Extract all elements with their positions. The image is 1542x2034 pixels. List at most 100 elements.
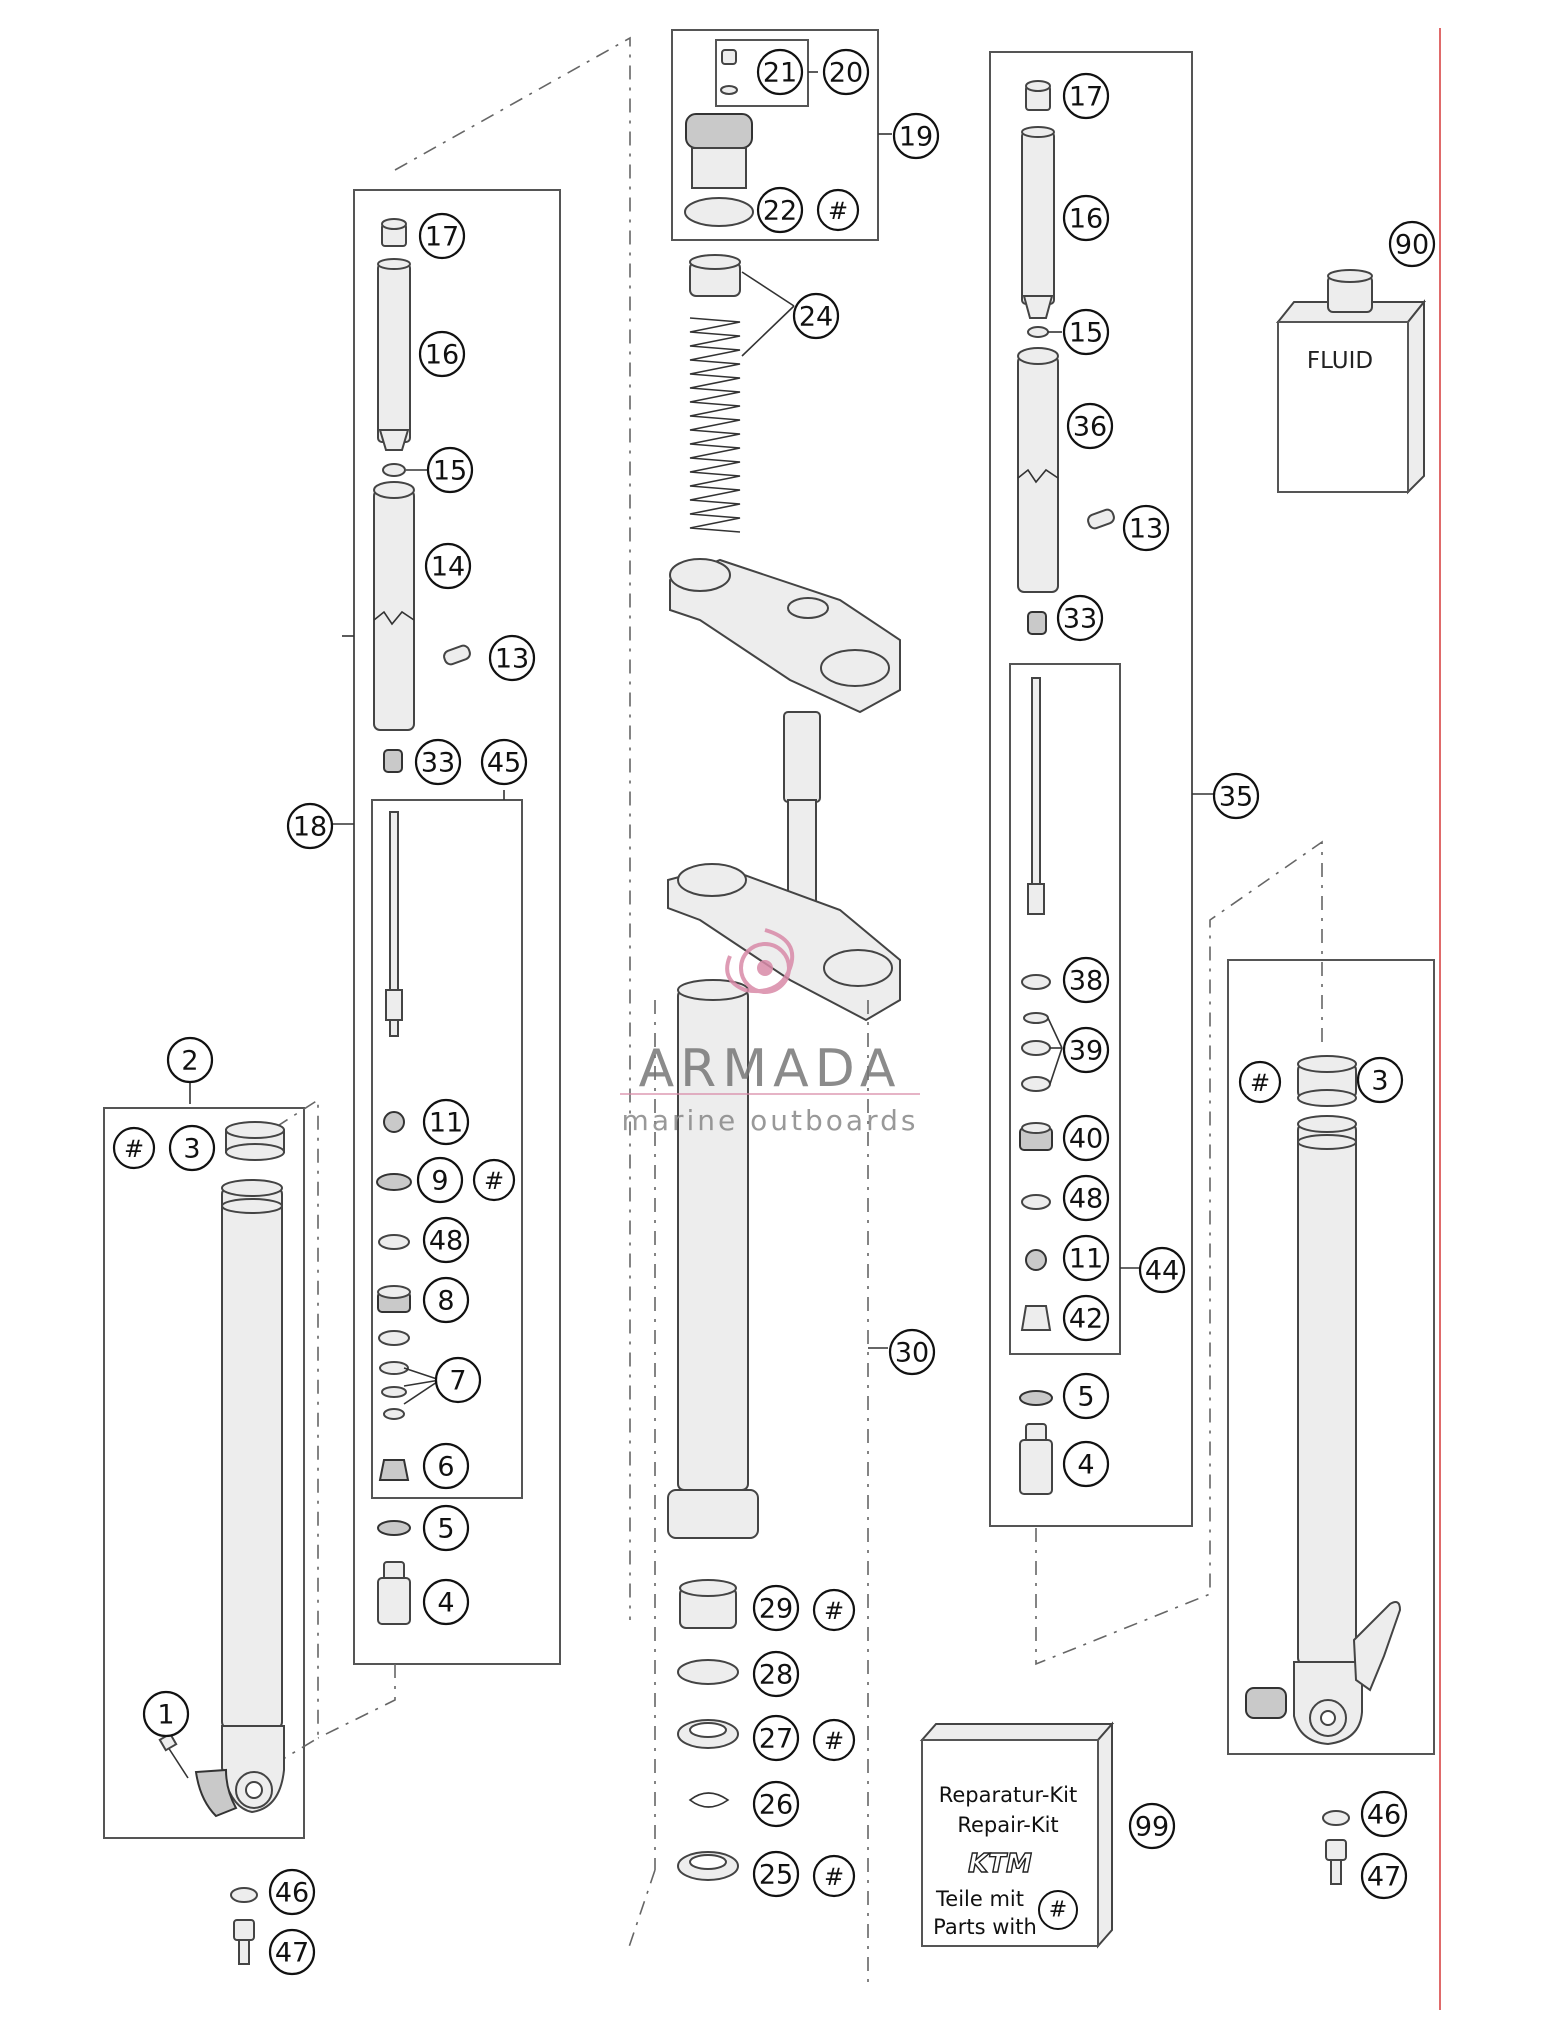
washer-48-right [1021, 1194, 1051, 1210]
part-number-circle [752, 1780, 800, 1828]
part-number-circle [1212, 772, 1260, 820]
callout-l40: 40 [1062, 1114, 1110, 1162]
damper-left-frame [371, 799, 523, 1499]
part-number-circle [1062, 1372, 1110, 1420]
part-number-label: 5 [437, 1514, 454, 1545]
callout-l16b: 16 [1062, 194, 1110, 242]
part-number-label: 13 [1129, 514, 1163, 545]
piston-8 [377, 1285, 411, 1313]
part-number-label: 11 [429, 1108, 463, 1139]
kit-line3: Teile mit [935, 1887, 1024, 1911]
part-number-circle [1062, 1174, 1110, 1222]
callout-l44: 44 [1138, 1246, 1186, 1294]
part-number-label: 99 [1135, 1812, 1169, 1843]
clip-26 [688, 1792, 730, 1808]
callout-l7: 7 [434, 1356, 482, 1404]
spring-33-right [1027, 611, 1047, 635]
washer-46-left [230, 1887, 258, 1903]
part-number-label: 38 [1069, 966, 1103, 997]
part-number-label: 47 [1367, 1862, 1401, 1893]
callout-l8: 8 [422, 1276, 470, 1324]
callout-h3a: # [112, 1126, 156, 1170]
callout-l1: 1 [142, 1690, 190, 1738]
callout-l5b: 5 [1062, 1372, 1110, 1420]
part-number-label: 48 [1069, 1184, 1103, 1215]
part-number-circle [1062, 1294, 1110, 1342]
part-number-label: 30 [895, 1338, 929, 1369]
callout-l21: 21 [756, 48, 804, 96]
part-number-circle [1062, 194, 1110, 242]
callout-l90: 90 [1388, 220, 1436, 268]
cap-kit-frame [671, 29, 879, 241]
part-number-circle [756, 48, 804, 96]
callout-l3a: 3 [168, 1124, 216, 1172]
callout-l13b: 13 [1122, 504, 1170, 552]
callout-l47b: 47 [1360, 1852, 1408, 1900]
part-number-circle [752, 1850, 800, 1898]
hash-marker [812, 1718, 856, 1762]
part-number-circle [1360, 1790, 1408, 1838]
part-number-circle [752, 1584, 800, 1632]
tube-16-left [377, 258, 411, 451]
watermark-subtitle: marine outboards [622, 1104, 919, 1137]
steering-stem [783, 711, 821, 911]
callout-l29: 29 [752, 1584, 800, 1632]
part-number-label: 27 [759, 1724, 793, 1755]
callout-l99: 99 [1128, 1802, 1176, 1850]
part-number-circle [434, 1356, 482, 1404]
callout-l5a: 5 [422, 1504, 470, 1552]
part-number-label: 15 [1069, 318, 1103, 349]
callout-l25: 25 [752, 1850, 800, 1898]
rod-left [385, 811, 403, 1037]
washer-28 [677, 1659, 739, 1685]
part-number-circle [1062, 308, 1110, 356]
part-number-label: 45 [487, 748, 521, 779]
callout-l33a: 33 [414, 738, 462, 786]
part-number-label: 33 [1063, 604, 1097, 635]
oring-15-left [382, 463, 406, 477]
cartridge-right-dash [1035, 840, 1323, 1666]
part-number-label: 44 [1145, 1256, 1179, 1287]
part-number-label: 6 [437, 1452, 454, 1483]
callout-l19: 19 [892, 112, 940, 160]
callout-l17b: 17 [1062, 72, 1110, 120]
part-number-label: 4 [437, 1588, 454, 1619]
callout-l4b: 4 [1062, 1440, 1110, 1488]
part-number-circle [1122, 504, 1170, 552]
callout-l36: 36 [1066, 402, 1114, 450]
part-number-circle [422, 1216, 470, 1264]
callout-l22: 22 [756, 186, 804, 234]
washer-38 [1021, 974, 1051, 990]
callout-l33b: 33 [1056, 594, 1104, 642]
part-number-label: 90 [1395, 230, 1429, 261]
fluid-label: FLUID [1307, 348, 1373, 374]
part-number-circle [268, 1928, 316, 1976]
spring-33-left [383, 749, 403, 773]
callout-l38: 38 [1062, 956, 1110, 1004]
outer-tube-left [194, 1179, 285, 1818]
kit-hash: # [1049, 1898, 1067, 1923]
outer-tube-left-frame [103, 1107, 305, 1839]
callout-l2: 2 [166, 1036, 214, 1084]
part-number-circle [1062, 72, 1110, 120]
part-number-label: # [484, 1167, 504, 1195]
hash-marker [472, 1158, 516, 1202]
outer-tube-right [1245, 1115, 1402, 1746]
callout-l11b: 11 [1062, 1234, 1110, 1282]
stem-dash [627, 1000, 869, 1990]
callout-l26: 26 [752, 1780, 800, 1828]
callout-l20: 20 [822, 48, 870, 96]
part-number-label: 3 [1371, 1066, 1388, 1097]
part-number-label: 46 [1367, 1800, 1401, 1831]
part-number-circle [1066, 402, 1114, 450]
part-number-label: 19 [899, 122, 933, 153]
part-number-label: 14 [431, 552, 465, 583]
part-11-right [1025, 1249, 1047, 1271]
callout-l28: 28 [752, 1650, 800, 1698]
callout-h27: # [812, 1718, 856, 1762]
callout-l24: 24 [792, 292, 840, 340]
part-number-label: # [828, 197, 848, 225]
kit-line1: Reparatur-Kit [939, 1783, 1078, 1807]
nut-42 [1020, 1305, 1052, 1331]
